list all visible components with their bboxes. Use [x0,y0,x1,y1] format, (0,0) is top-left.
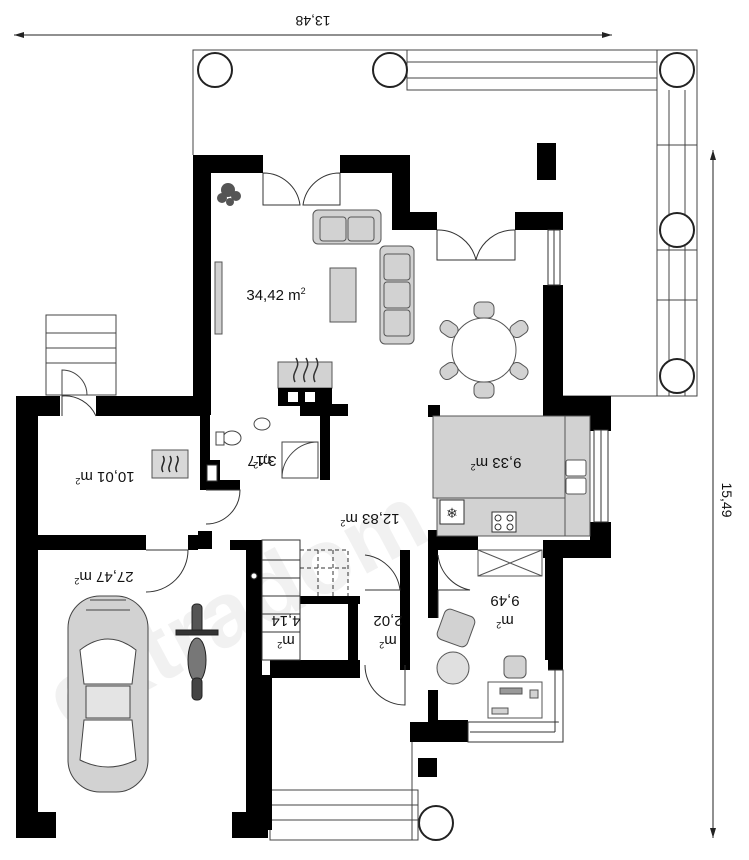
toilet-icon [222,430,242,446]
room-area-label: m2 [496,612,514,630]
washbasin-icon [253,417,271,431]
heater-icon [151,449,189,479]
windows [467,229,609,743]
column-icon [659,52,695,88]
height-dimension-label: 15,49 [719,482,735,517]
fridge-icon [439,499,465,525]
terrace [192,49,698,397]
living-furniture [214,209,415,389]
column-icon [418,805,454,841]
coffee-table-icon [329,267,357,323]
sink-icon [565,459,587,495]
column-icon [372,52,408,88]
front-steps [269,740,419,841]
terrace-columns [197,52,695,841]
room-area-label: 27,47 m2 [74,568,133,586]
dining-table [439,301,529,399]
radiator-icon [206,464,218,482]
staircase [250,539,349,661]
width-dimension-label: 13,48 [295,13,330,29]
room-area-label: 9,33 m2 [471,454,522,472]
column-icon [659,358,695,394]
study-furniture [436,549,543,719]
car-icon [67,595,149,793]
room-area-label: m2 [253,452,271,470]
plant-icon [217,183,241,206]
chimney-block [537,143,556,180]
room-area-label: 34,42 m2 [246,286,305,304]
shower-icon [281,441,319,479]
room-labels: 34,42 m2 9,33 m2 12,83 m2 3,17 m2 10,01 … [74,286,521,650]
fireplace-icon [277,361,333,389]
column-icon [659,212,695,248]
side-table-icon [436,651,470,685]
column-icon [197,52,233,88]
room-area-label: m2 [379,632,397,650]
room-area-label: 12,83 m2 [340,510,399,528]
stove-icon [491,511,517,533]
room-area-label: 10,01 m2 [75,468,134,486]
entrance-steps [45,314,117,396]
room-area-label: 2,02 [373,612,402,629]
doors [61,172,516,706]
room-area-label: 3,17 [247,452,276,469]
walls [16,155,611,838]
armchair-icon [436,608,476,648]
motorbike-icon [175,603,219,701]
bath-fixtures [215,417,319,479]
room-area-label: m2 [277,632,295,650]
height-dimension: 15,49 [710,150,735,838]
pillar-block [418,758,437,777]
room-area-label: 4,14 [271,612,300,629]
width-dimension: 13,48 [14,13,612,38]
snowflake-icon: ❄ [446,506,458,522]
fireplace-flame-icon [293,357,319,383]
room-area-label: 9,49 [490,592,519,609]
tv-icon [214,261,223,335]
